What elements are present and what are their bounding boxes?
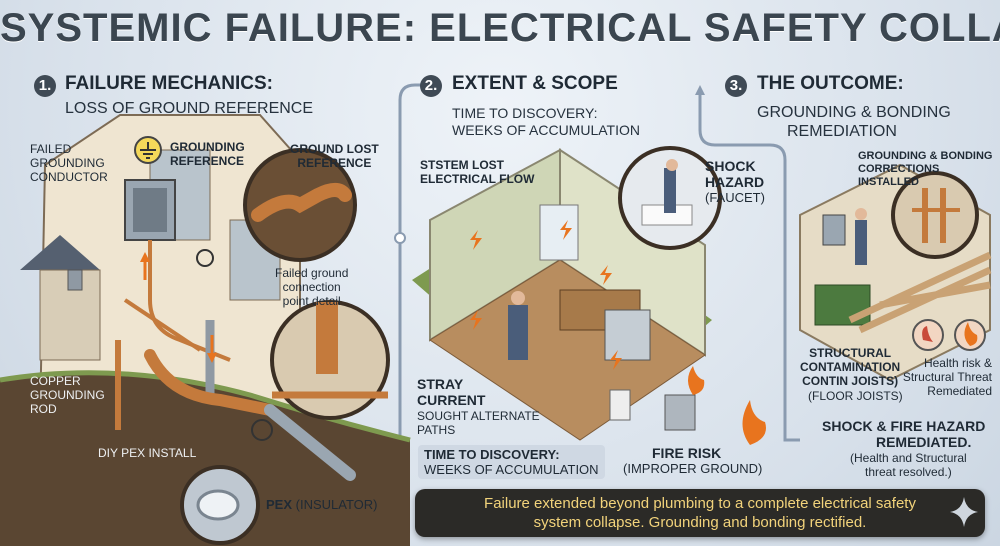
fire-risk-label: FIRE RISK: [652, 445, 722, 461]
section-2-title: EXTENT & SCOPE: [452, 73, 618, 94]
section-1-subtitle: LOSS OF GROUND REFERENCE: [65, 100, 314, 117]
section-3-number: 3.: [725, 75, 747, 97]
section-2-subtitle: TIME TO DISCOVERY:WEEKS OF ACCUMULATION: [452, 105, 640, 138]
section-3-title: THE OUTCOME:: [757, 73, 904, 94]
flow-line-2-to-3: [698, 95, 800, 442]
floor-joists-label: (FLOOR JOISTS): [808, 389, 903, 403]
section-2-number: 2.: [420, 75, 442, 97]
cutaway-scene: [412, 146, 766, 445]
diy-pex-label: DIY PEX INSTALL: [98, 446, 197, 460]
summary-banner: Failure extended beyond plumbing to a co…: [415, 489, 985, 537]
section-1-number: 1.: [34, 75, 56, 97]
summary-text: Failure extended beyond plumbing to a co…: [484, 495, 916, 531]
house-scene: [0, 114, 411, 546]
remediation-scene: [799, 163, 992, 382]
page-title: SYSTEMIC FAILURE: ELECTRICAL SAFETY COLL…: [0, 6, 1000, 50]
discovery-box: TIME TO DISCOVERY:WEEKS OF ACCUMULATION: [418, 445, 605, 479]
flow-line-1-to-2: [398, 83, 425, 440]
flow-node: [394, 232, 406, 244]
pex-label: PEX (INSULATOR): [266, 497, 378, 512]
flow-arrow: [695, 85, 705, 95]
section-1-title: FAILURE MECHANICS:: [65, 73, 273, 94]
improper-ground-label: (IMPROPER GROUND): [623, 461, 763, 476]
faucet-label: (FAUCET): [705, 190, 765, 205]
